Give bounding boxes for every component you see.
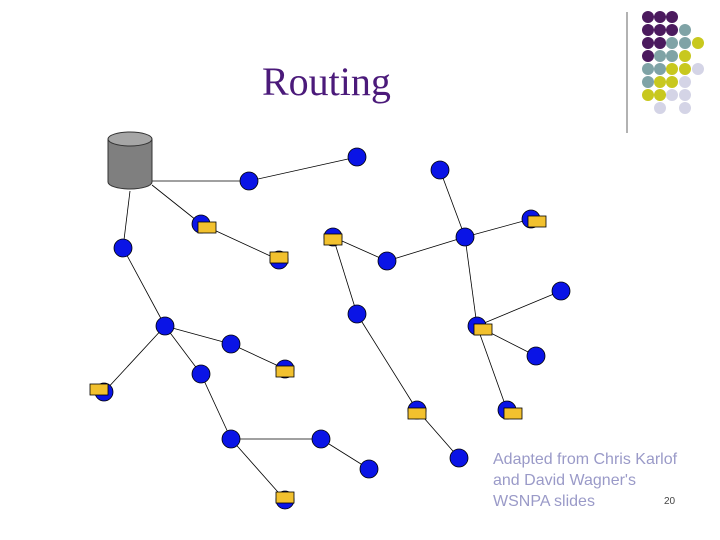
decorative-dot-grid (626, 11, 704, 133)
edge (464, 218, 532, 238)
packet-icon (275, 365, 295, 378)
edge (164, 325, 202, 375)
edge (464, 236, 478, 327)
dot (666, 24, 678, 36)
packet-icon (197, 221, 217, 234)
edge (230, 438, 286, 501)
page-number: 20 (664, 496, 676, 507)
sensor-node (113, 238, 133, 258)
dot (666, 37, 678, 49)
dot (654, 37, 666, 49)
dot (654, 50, 666, 62)
dot (666, 50, 678, 62)
edge (164, 325, 232, 345)
dot (642, 24, 654, 36)
sensor-node (551, 281, 571, 301)
base-station-icon (107, 131, 153, 190)
sensor-node (526, 346, 546, 366)
sensor-node (239, 171, 259, 191)
dot (642, 89, 654, 101)
packet-icon (275, 491, 295, 504)
dot (679, 24, 691, 36)
dot (679, 89, 691, 101)
edge (151, 184, 202, 225)
dot (692, 37, 704, 49)
dot (679, 76, 691, 88)
dot (679, 37, 691, 49)
edge (200, 373, 232, 440)
dot (642, 37, 654, 49)
credit-text: Adapted from Chris Karlof and David Wagn… (493, 449, 713, 512)
dot (679, 63, 691, 75)
sensor-node (455, 227, 475, 247)
dot (679, 50, 691, 62)
dot (654, 24, 666, 36)
edge (248, 156, 358, 182)
dot (642, 76, 654, 88)
sensor-node (191, 364, 211, 384)
dot (654, 63, 666, 75)
packet-icon (503, 407, 523, 420)
dot (666, 76, 678, 88)
packets (89, 215, 547, 504)
dot (666, 63, 678, 75)
sensor-node (377, 251, 397, 271)
packet-icon (269, 251, 289, 264)
credit-line: Adapted from Chris Karlof (493, 451, 678, 468)
edge (476, 290, 562, 327)
packet-icon (527, 215, 547, 228)
sensor-node (347, 147, 367, 167)
dot (666, 11, 678, 23)
slide-title: Routing (262, 59, 391, 104)
edge (332, 236, 358, 315)
sensor-node (221, 334, 241, 354)
edge (230, 343, 286, 370)
packet-icon (323, 233, 343, 246)
dot (692, 63, 704, 75)
sensor-node (311, 429, 331, 449)
edge (122, 247, 166, 327)
dot (654, 102, 666, 114)
packet-icon (473, 323, 493, 336)
edge (386, 236, 466, 262)
dot (654, 89, 666, 101)
sensor-node (155, 316, 175, 336)
sensor-node (449, 448, 469, 468)
edge (476, 325, 508, 411)
packet-icon (89, 383, 109, 396)
edge (122, 190, 131, 249)
dot (654, 76, 666, 88)
credit-line: and David Wagner's (493, 472, 636, 489)
edge (103, 325, 166, 393)
dot (666, 89, 678, 101)
dot (679, 102, 691, 114)
packet-icon (407, 407, 427, 420)
sensor-node (347, 304, 367, 324)
sensor-node (359, 459, 379, 479)
edge (320, 438, 370, 470)
dot (654, 11, 666, 23)
sensor-node (221, 429, 241, 449)
dot (642, 50, 654, 62)
edge (439, 169, 466, 238)
dot (642, 63, 654, 75)
dot (642, 11, 654, 23)
credit-line: WSNPA slides (493, 493, 595, 510)
edge (356, 313, 418, 411)
sensor-node (430, 160, 450, 180)
